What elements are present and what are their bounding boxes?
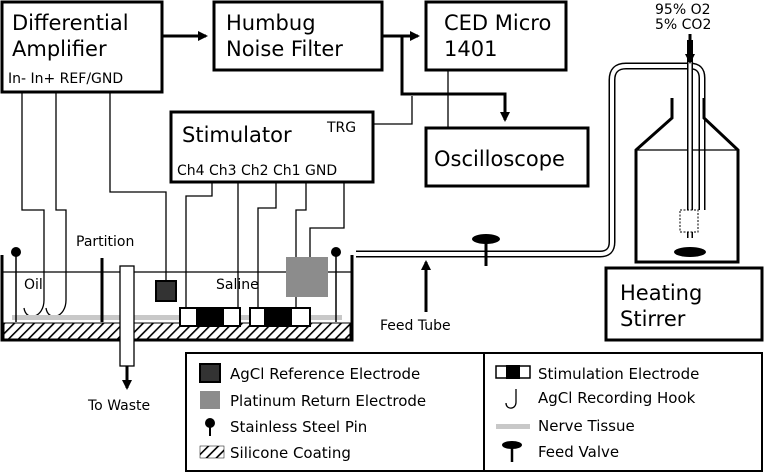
legend-stimulation-electrode: Stimulation Electrode <box>538 365 699 383</box>
legend-recording-hook: AgCl Recording Hook <box>538 389 696 407</box>
legend: AgCl Reference Electrode Platinum Return… <box>185 352 763 472</box>
bath-chamber: Partition Oil Saline To Waste <box>0 234 354 414</box>
legend-silicone: Silicone Coating <box>230 444 351 462</box>
stimulator: Stimulator TRG Ch4 Ch3 Ch2 Ch1 GND <box>169 110 375 184</box>
amplifier-title-line2: Amplifier <box>12 37 107 61</box>
stimulation-wires <box>185 182 345 318</box>
nerve-tissue <box>12 315 342 320</box>
ced-title-line2: 1401 <box>444 37 497 61</box>
feed-valve-legend-icon <box>502 441 522 449</box>
amplifier-title-line1: Differential <box>12 11 129 35</box>
stimulation-electrode <box>179 307 241 327</box>
humbug-title-line1: Humbug <box>226 11 316 35</box>
oscilloscope: Oscilloscope <box>424 126 590 188</box>
recording-hook-legend-icon <box>505 389 517 409</box>
heating-stirrer: Heating Stirrer <box>604 266 764 342</box>
platinum-return-electrode <box>286 257 328 297</box>
legend-nerve-tissue: Nerve Tissue <box>538 417 635 435</box>
silicone-legend-icon <box>199 445 225 459</box>
stimulator-channels: Ch4 Ch3 Ch2 Ch1 GND <box>177 163 337 179</box>
gas-diffuser <box>679 209 699 233</box>
steel-pin-legend-icon <box>205 418 215 428</box>
stimulator-title: Stimulator <box>182 123 292 147</box>
feed-valve-icon <box>472 234 500 244</box>
stimulator-trg: TRG <box>326 120 356 136</box>
platinum-return-icon <box>200 391 220 409</box>
reservoir-flask: 95% O2 5% CO2 <box>634 2 740 264</box>
heating-stirrer-line2: Stirrer <box>620 307 686 331</box>
legend-agcl-reference: AgCl Reference Electrode <box>230 365 420 383</box>
signal-arrows <box>162 31 510 128</box>
agcl-reference-icon <box>199 363 221 383</box>
heating-stirrer-line1: Heating <box>620 281 702 305</box>
differential-amplifier: Differential Amplifier In- In+ REF/GND <box>0 0 164 94</box>
oscilloscope-title: Oscilloscope <box>434 147 565 171</box>
recording-wires <box>21 92 167 318</box>
saline-label: Saline <box>216 277 259 293</box>
humbug-title-line2: Noise Filter <box>226 37 343 61</box>
amplifier-ports: In- In+ REF/GND <box>8 71 123 87</box>
gas-line1: 95% O2 <box>655 2 711 18</box>
feed-tube: Feed Tube <box>356 62 706 334</box>
ced-title-line1: CED Micro <box>444 11 551 35</box>
humbug-noise-filter: Humbug Noise Filter <box>212 0 384 72</box>
stimulation-electrode <box>249 307 311 327</box>
feed-tube-label: Feed Tube <box>380 318 451 334</box>
steel-pin-icon <box>331 247 341 257</box>
stimulation-electrode-legend-icon <box>495 365 531 379</box>
steel-pin-icon <box>11 247 21 257</box>
legend-steel-pin: Stainless Steel Pin <box>230 418 367 436</box>
drain-tube <box>119 265 135 367</box>
legend-feed-valve: Feed Valve <box>538 443 619 461</box>
oil-label: Oil <box>24 277 43 293</box>
nerve-tissue-legend-icon <box>496 424 530 429</box>
to-waste-label: To Waste <box>87 398 150 414</box>
recording-hook-icon <box>23 299 45 318</box>
legend-platinum-return: Platinum Return Electrode <box>230 392 426 410</box>
gas-line2: 5% CO2 <box>655 17 711 33</box>
agcl-reference-electrode <box>155 280 177 302</box>
stir-bar <box>674 247 706 257</box>
ced-micro-1401: CED Micro 1401 <box>424 0 568 72</box>
partition-label: Partition <box>76 234 134 250</box>
